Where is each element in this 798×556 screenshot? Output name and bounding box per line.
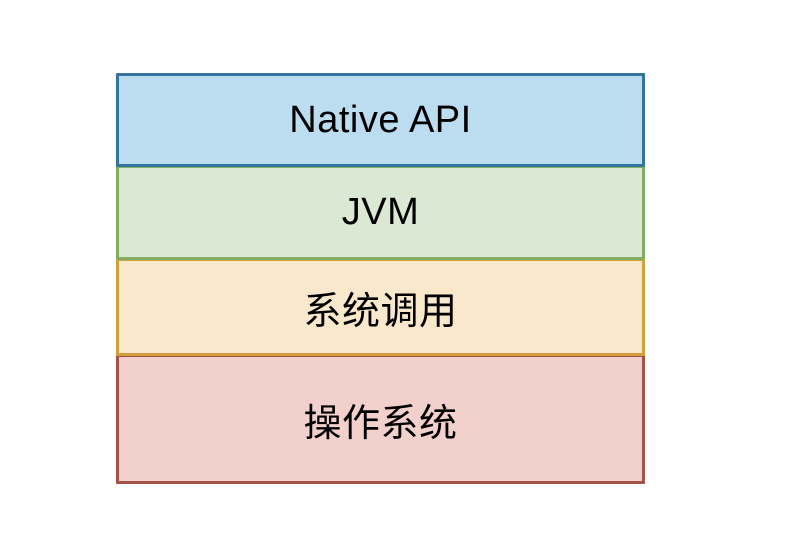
layer-operating-system: 操作系统 [116,354,645,484]
layer-native-api-label: Native API [289,98,472,141]
layer-system-call-label: 系统调用 [303,290,458,333]
layered-architecture-diagram: Native API JVM 系统调用 操作系统 [116,73,645,484]
layer-jvm-label: JVM [341,191,420,233]
layer-native-api: Native API [116,73,645,167]
layer-jvm: JVM [116,165,645,260]
layer-operating-system-label: 操作系统 [303,402,458,445]
layer-system-call: 系统调用 [116,258,645,356]
